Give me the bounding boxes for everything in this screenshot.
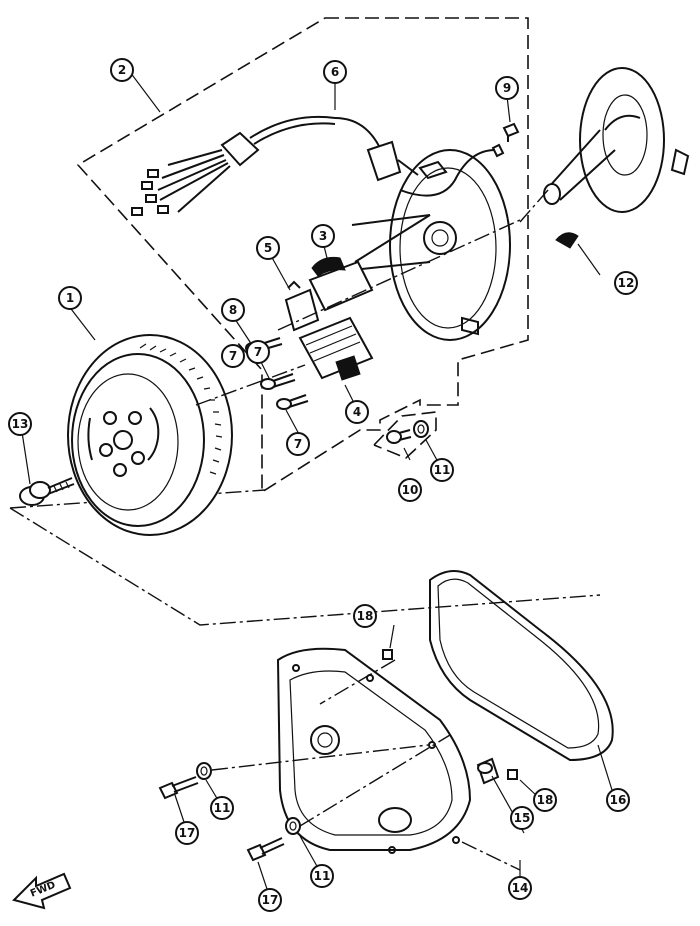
flywheel-bolt — [19, 477, 75, 506]
callout-13-label: 13 — [12, 417, 29, 431]
callout-11-a: 11 — [430, 458, 454, 482]
screw-washer-bracket — [373, 411, 437, 459]
callout-14: 14 — [508, 876, 532, 900]
callout-15-label: 15 — [514, 811, 531, 825]
forward-direction-arrow: FWD — [12, 872, 72, 910]
callout-3: 3 — [311, 224, 335, 248]
callout-11-a-label: 11 — [434, 463, 451, 477]
crankcase-cover — [276, 647, 472, 854]
cover-bolt-lower — [246, 837, 285, 862]
callout-18-b-label: 18 — [537, 793, 554, 807]
callout-5-label: 5 — [264, 241, 272, 255]
cover-gasket — [429, 570, 614, 762]
washer-part-11-lower — [285, 817, 301, 835]
dowel-pin — [476, 757, 500, 785]
callout-7-b: 7 — [286, 432, 310, 456]
callout-18-a: 18 — [353, 604, 377, 628]
callout-7-c-label: 7 — [254, 345, 262, 359]
callout-10: 10 — [398, 478, 422, 502]
callout-17-b: 17 — [258, 888, 282, 912]
callout-12: 12 — [614, 271, 638, 295]
screw-part-9 — [502, 122, 520, 142]
callout-16: 16 — [606, 788, 630, 812]
washer-part-11-upper — [413, 420, 429, 438]
alignment-lines — [195, 189, 549, 871]
crankshaft — [543, 67, 690, 213]
callout-4: 4 — [345, 400, 369, 424]
callout-18-a-label: 18 — [357, 609, 374, 623]
stator-base-plate — [351, 149, 511, 341]
callout-4-label: 4 — [353, 405, 361, 419]
callout-9: 9 — [495, 76, 519, 100]
charge-coil — [298, 316, 374, 381]
callout-17-b-label: 17 — [262, 893, 279, 907]
washer-part-11-middle — [196, 762, 212, 780]
callout-8-label: 8 — [229, 303, 237, 317]
callout-7-c: 7 — [246, 340, 270, 364]
callout-11-c-label: 11 — [314, 869, 331, 883]
gasket-group-boundary — [9, 507, 601, 626]
callout-15: 15 — [510, 806, 534, 830]
callout-14-label: 14 — [512, 881, 529, 895]
callout-7-a: 7 — [221, 344, 245, 368]
plug-part-18-upper — [382, 649, 393, 660]
callout-10-label: 10 — [402, 483, 419, 497]
callout-6-label: 6 — [331, 65, 339, 79]
callout-13: 13 — [8, 412, 32, 436]
callout-11-c: 11 — [310, 864, 334, 888]
callout-17-a: 17 — [175, 821, 199, 845]
cover-bolt-upper — [158, 776, 199, 800]
callout-18-b: 18 — [533, 788, 557, 812]
callout-11-b-label: 11 — [214, 801, 231, 815]
callout-7-a-label: 7 — [229, 349, 237, 363]
lighting-coil — [284, 280, 320, 332]
callout-2-label: 2 — [118, 63, 126, 77]
callout-1: 1 — [58, 286, 82, 310]
pickup-coil — [308, 214, 431, 312]
callout-7-b-label: 7 — [294, 437, 302, 451]
screw-part-7-upper — [260, 373, 296, 390]
callout-16-label: 16 — [610, 793, 627, 807]
callout-11-b: 11 — [210, 796, 234, 820]
plug-part-18-lower — [507, 769, 518, 780]
screw-part-10 — [386, 429, 412, 444]
callout-5: 5 — [256, 236, 280, 260]
gasket-group-boundary-lower — [9, 489, 266, 509]
stator-assembly-boundary — [76, 17, 529, 494]
callout-12-label: 12 — [618, 276, 635, 290]
callout-9-label: 9 — [503, 81, 511, 95]
callout-17-a-label: 17 — [179, 826, 196, 840]
screw-part-7-lower — [276, 394, 309, 410]
woodruff-key — [555, 232, 579, 249]
callout-1-label: 1 — [66, 291, 74, 305]
flywheel-rotor — [67, 334, 233, 536]
callout-3-label: 3 — [319, 229, 327, 243]
callout-6: 6 — [323, 60, 347, 84]
callout-2: 2 — [110, 58, 134, 82]
callout-8: 8 — [221, 298, 245, 322]
wiring-harness — [131, 115, 505, 216]
